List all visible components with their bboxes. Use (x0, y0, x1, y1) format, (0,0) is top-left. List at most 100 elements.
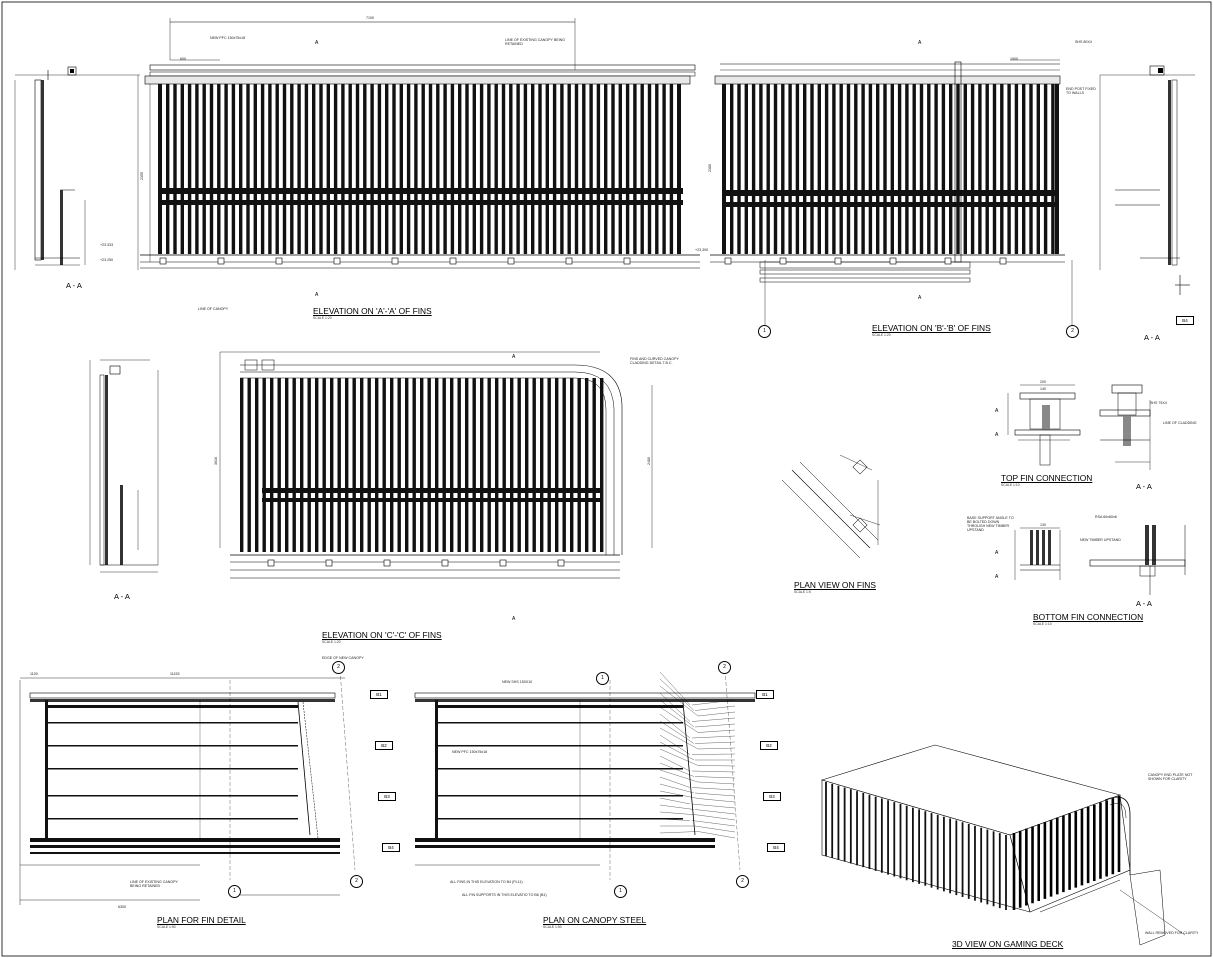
fin (363, 84, 367, 254)
leader-line (697, 765, 736, 767)
elevation-a-a (140, 18, 700, 269)
scale-top-connection: SCALE 1:10 (1001, 483, 1020, 487)
base-post (217, 257, 225, 265)
fin (458, 84, 462, 254)
fin (501, 84, 506, 254)
plan-view-on-fins (781, 454, 881, 559)
fin (919, 84, 924, 254)
base-post (325, 559, 333, 567)
title-plan-fin-detail: PLAN FOR FIN DETAIL (157, 915, 246, 925)
fin (540, 378, 544, 552)
fin (450, 84, 455, 254)
dim-130: 130 (1040, 523, 1046, 527)
leader-line (697, 729, 736, 733)
section-arrow-a-10: A (995, 574, 999, 580)
fin (382, 378, 386, 552)
base-post (499, 559, 507, 567)
fin (744, 84, 748, 254)
fin (275, 84, 279, 254)
dim-2355: 2355 (140, 172, 144, 180)
fin (253, 84, 257, 254)
fin (788, 84, 792, 254)
fin (352, 378, 356, 552)
fin (730, 84, 734, 254)
leader-line (694, 723, 736, 728)
base-post (267, 559, 275, 567)
fin (307, 378, 311, 552)
fin (1014, 84, 1019, 254)
fin (927, 84, 931, 254)
fin (992, 84, 997, 254)
fin (604, 84, 608, 254)
base-post (623, 257, 631, 265)
fin (479, 84, 484, 254)
3d-view-gaming-deck (820, 744, 1186, 946)
fin (1007, 84, 1011, 254)
fin (337, 378, 341, 552)
top-fin-connection (1007, 384, 1151, 470)
dim-2480: 2480 (647, 457, 651, 465)
fin (495, 378, 499, 552)
fin (1029, 84, 1033, 254)
leader-line (659, 769, 699, 783)
grid-bubble-1d: 1 (614, 885, 627, 898)
fin (436, 84, 440, 254)
fin (443, 84, 447, 254)
note-line-cladding: LINE OF CLADDING (1163, 421, 1197, 425)
fin (523, 84, 528, 254)
grid-tag-b2-a: B2 (375, 741, 393, 750)
leader-line (691, 803, 736, 809)
dim-level-2: +23.250 (100, 258, 114, 262)
title-elevation-b: ELEVATION ON 'B'-'B' OF FINS (872, 323, 991, 333)
leader-line (659, 720, 695, 744)
grid-tag-b3-b: B3 (763, 792, 781, 801)
base-post (441, 559, 449, 567)
fin (737, 84, 741, 254)
section-arrow-a-1: A (315, 40, 319, 46)
fin (912, 84, 916, 254)
leader-line (659, 797, 691, 805)
leader-line (697, 781, 736, 785)
fin (883, 84, 887, 254)
fin (574, 84, 579, 254)
fin (406, 84, 411, 254)
fin (312, 84, 316, 254)
base-post (834, 257, 842, 265)
fin (285, 378, 289, 552)
fin (596, 84, 601, 254)
section-a-a-top-right (1099, 65, 1195, 295)
fin (397, 378, 401, 552)
leader-line (659, 671, 691, 706)
base-post (333, 257, 341, 265)
fin (355, 84, 360, 254)
leader-line (659, 685, 699, 717)
dim-7100: 7100 (366, 16, 374, 20)
fin (360, 378, 364, 552)
fin (941, 84, 946, 254)
note-fins-b4: ALL FINS IN THIS ELEVATION TO B4 (PL11) (450, 880, 523, 884)
fin (322, 378, 326, 552)
fin (810, 84, 814, 254)
fin (217, 84, 221, 254)
scale-plan-fin-detail: SCALE 1:50 (157, 925, 176, 929)
fin (255, 378, 259, 552)
fin (832, 84, 836, 254)
leader-line (659, 741, 695, 761)
fin (773, 84, 778, 254)
fin (392, 84, 396, 254)
note-fin-supports: ALL FIN SUPPORTS IN THIS ELEVATIO TO B6 … (462, 893, 547, 897)
dim-2380: 2380 (708, 164, 712, 172)
dim-1500: 1500 (1010, 57, 1018, 61)
fin (405, 378, 409, 552)
leader-line (694, 741, 736, 744)
note-new-pfc-plan: NEW PFC 150x75x18 (452, 750, 488, 754)
fin (304, 84, 309, 254)
fin (978, 84, 982, 254)
fin (195, 84, 199, 254)
fin (412, 378, 416, 552)
fin (963, 84, 967, 254)
leader-line (697, 747, 736, 750)
base-post (944, 257, 952, 265)
note-fins-curved: FINS AND CURVED CANOPY CLADDING DETAIL T… (630, 357, 679, 365)
fin (494, 84, 498, 254)
